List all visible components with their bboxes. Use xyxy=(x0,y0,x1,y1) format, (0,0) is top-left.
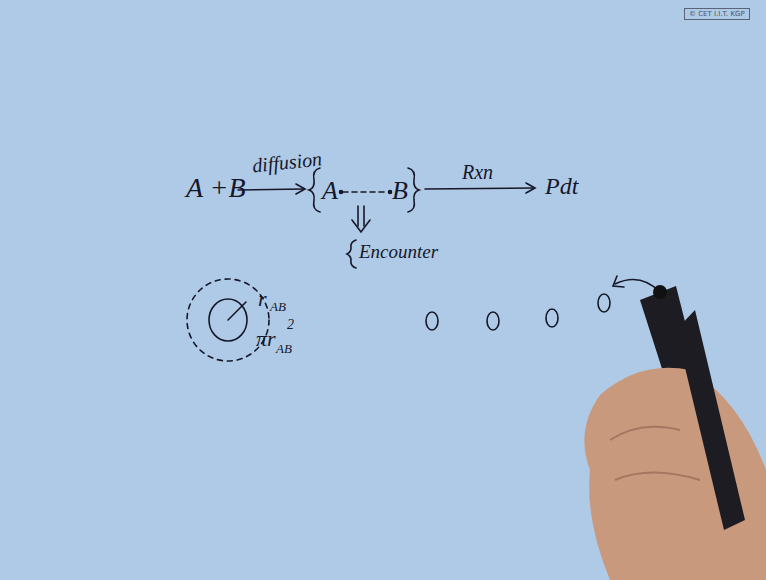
superscript: 2 xyxy=(287,318,294,332)
copyright-stamp: © CET I.I.T. KGP xyxy=(684,8,750,20)
radius-symbol: r xyxy=(258,288,267,310)
step-label: Rxn xyxy=(462,162,493,182)
species-label: A xyxy=(322,178,338,204)
subscript: AB xyxy=(276,342,292,355)
reactant-label: A +B xyxy=(186,174,246,202)
area-symbol: πr xyxy=(256,328,276,350)
species-label: B xyxy=(392,178,408,204)
subscript: AB xyxy=(270,300,286,313)
product-label: Pdt xyxy=(545,174,578,198)
encounter-label: Encounter xyxy=(359,242,438,261)
step-label: diffusion xyxy=(251,148,323,175)
stamp-text: © CET I.I.T. KGP xyxy=(689,10,745,18)
